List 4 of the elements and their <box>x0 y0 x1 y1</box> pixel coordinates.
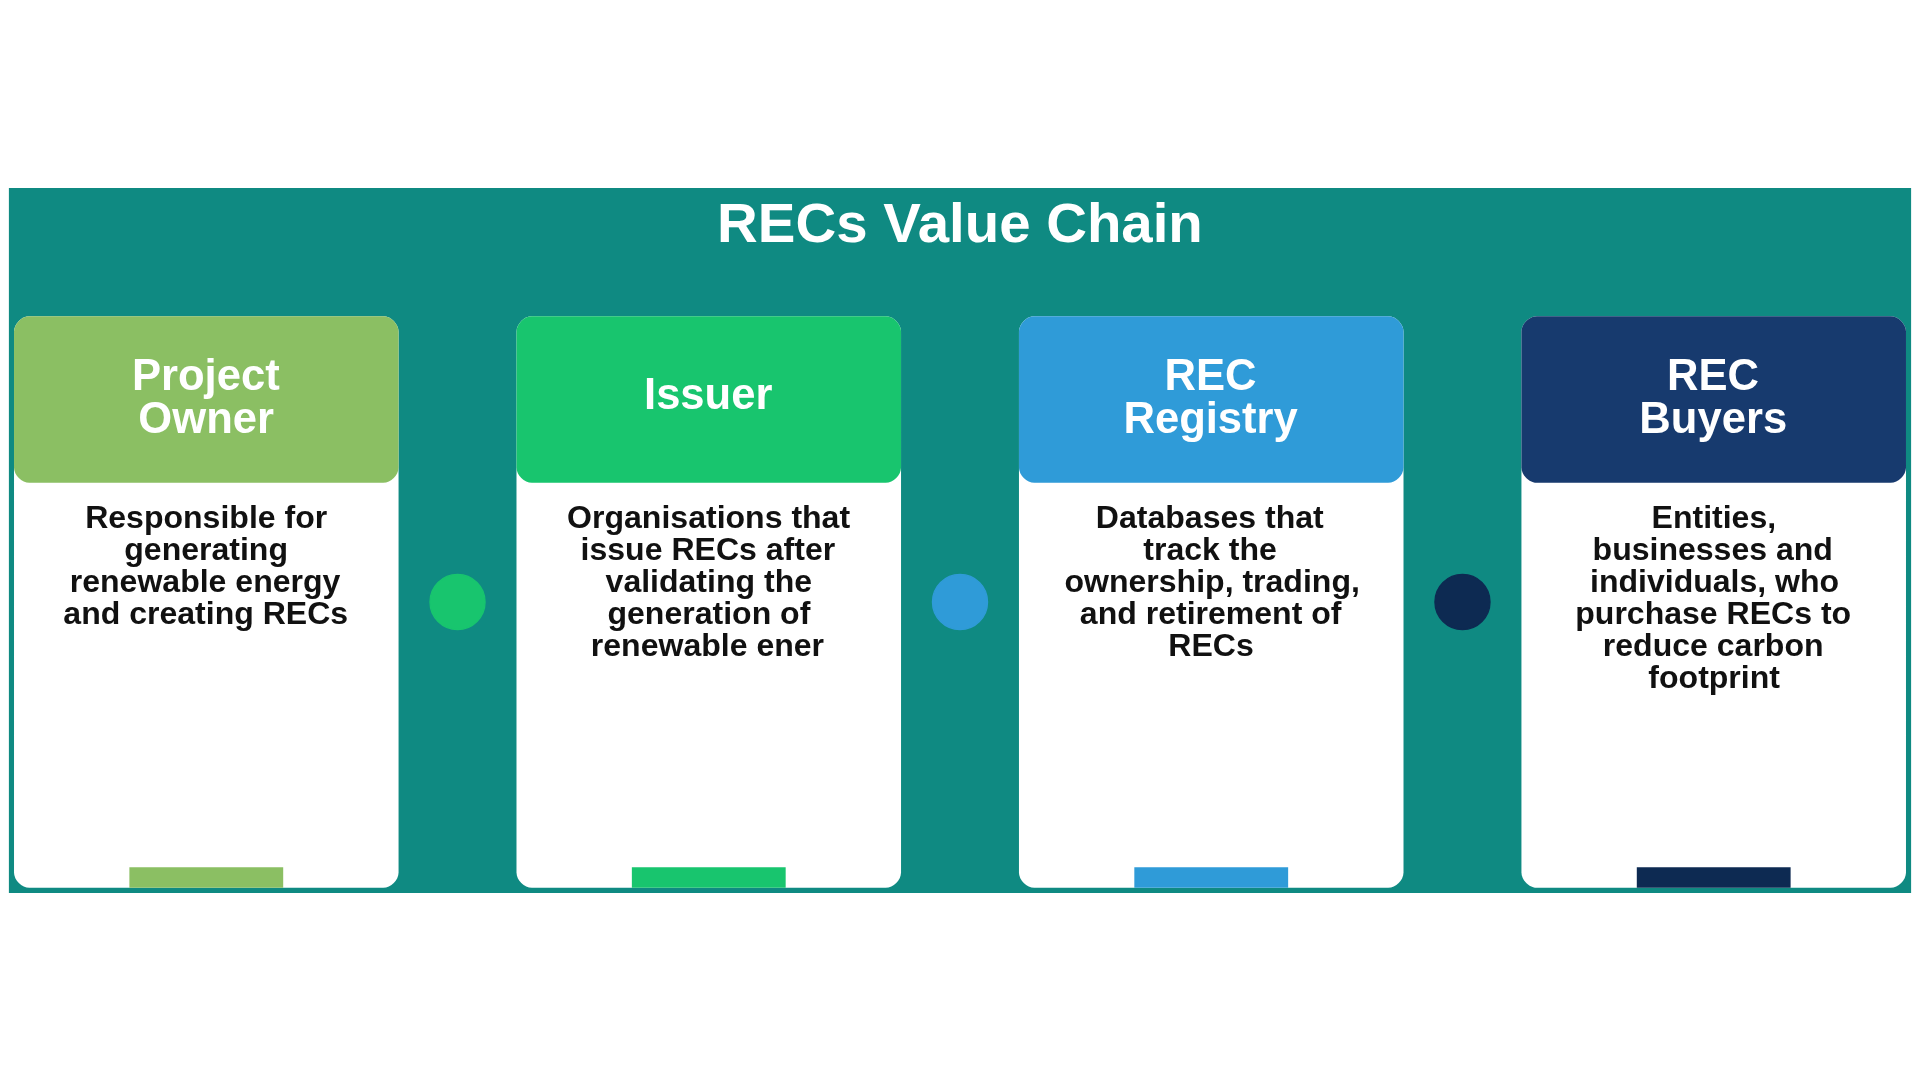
node-circle <box>429 573 486 630</box>
node-circle <box>1434 573 1491 630</box>
node-circle <box>931 573 989 630</box>
diagram-title: RECs Value Chain <box>717 190 1203 254</box>
